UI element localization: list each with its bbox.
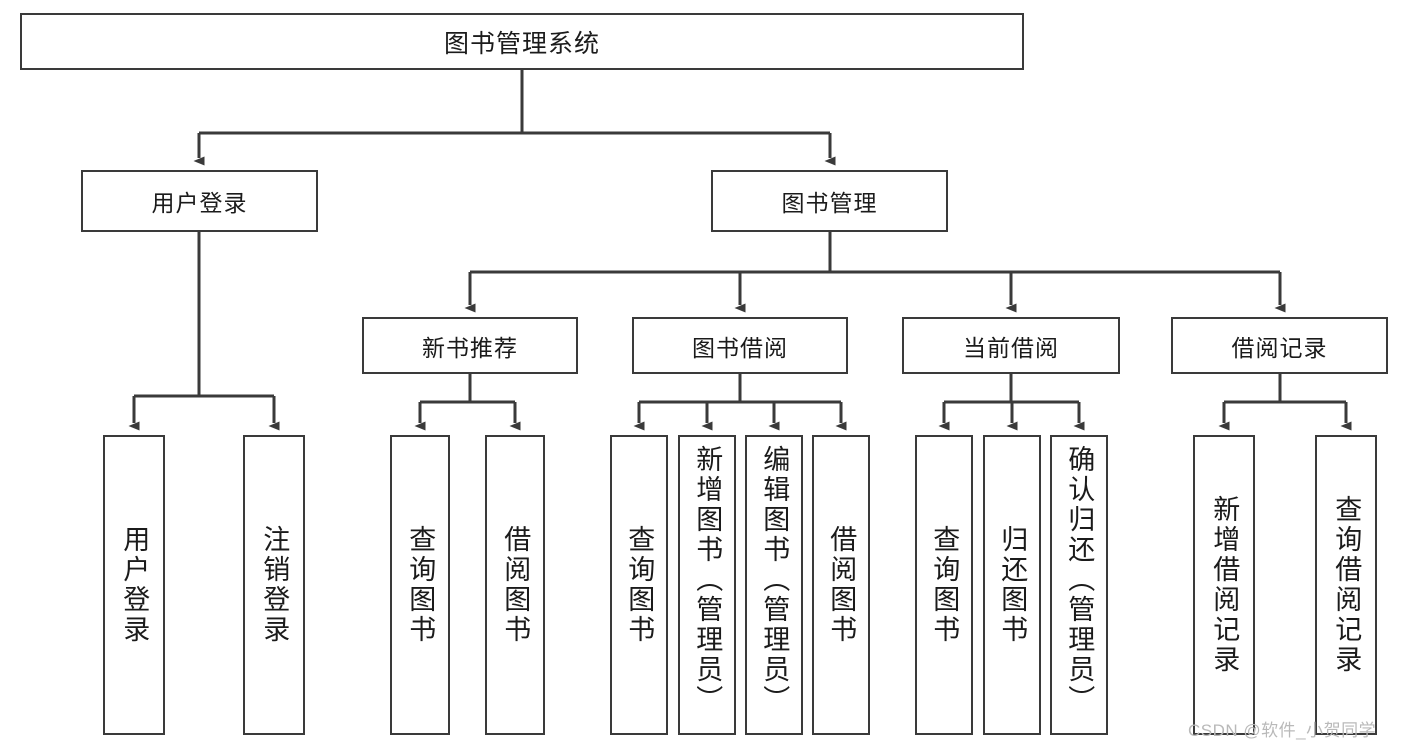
node-leaf-user-login-label: 用户登录 xyxy=(119,525,150,645)
node-leaf-user-login[interactable]: 用户登录 xyxy=(103,435,165,735)
node-leaf-query-book-current[interactable]: 查询图书 xyxy=(915,435,973,735)
node-leaf-query-borrow-record[interactable]: 查询借阅记录 xyxy=(1315,435,1377,735)
node-current-borrow[interactable]: 当前借阅 xyxy=(902,317,1120,374)
node-leaf-edit-book-admin[interactable]: 编辑图书（管理员） xyxy=(745,435,803,735)
node-leaf-add-book-admin[interactable]: 新增图书（管理员） xyxy=(678,435,736,735)
node-leaf-user-logout-label: 注销登录 xyxy=(259,525,290,645)
node-leaf-query-book-borrow[interactable]: 查询图书 xyxy=(610,435,668,735)
node-leaf-query-book-current-label: 查询图书 xyxy=(929,525,960,645)
node-root[interactable]: 图书管理系统 xyxy=(20,13,1024,70)
node-leaf-return-book[interactable]: 归还图书 xyxy=(983,435,1041,735)
node-leaf-borrow-book-label: 借阅图书 xyxy=(826,525,857,645)
node-current-borrow-label: 当前借阅 xyxy=(963,334,1059,361)
node-new-book-recommend[interactable]: 新书推荐 xyxy=(362,317,578,374)
node-leaf-add-book-admin-label: 新增图书（管理员） xyxy=(692,445,723,715)
node-leaf-add-borrow-record[interactable]: 新增借阅记录 xyxy=(1193,435,1255,735)
node-root-label: 图书管理系统 xyxy=(443,29,600,58)
node-leaf-query-book-new[interactable]: 查询图书 xyxy=(390,435,450,735)
node-leaf-confirm-return-admin-label: 确认归还（管理员） xyxy=(1064,445,1095,715)
node-user-login-label: 用户登录 xyxy=(151,190,248,216)
node-leaf-borrow-book-new[interactable]: 借阅图书 xyxy=(485,435,545,735)
node-leaf-query-book-new-label: 查询图书 xyxy=(405,525,436,645)
node-leaf-add-borrow-record-label: 新增借阅记录 xyxy=(1209,495,1240,675)
node-borrow-record[interactable]: 借阅记录 xyxy=(1171,317,1388,374)
node-user-login[interactable]: 用户登录 xyxy=(81,170,318,232)
node-leaf-user-logout[interactable]: 注销登录 xyxy=(243,435,305,735)
node-leaf-borrow-book-new-label: 借阅图书 xyxy=(500,525,531,645)
node-book-manage-label: 图书管理 xyxy=(781,190,878,216)
node-leaf-query-borrow-record-label: 查询借阅记录 xyxy=(1331,495,1362,675)
node-leaf-borrow-book[interactable]: 借阅图书 xyxy=(812,435,870,735)
node-book-borrow-label: 图书借阅 xyxy=(692,334,788,361)
node-book-borrow[interactable]: 图书借阅 xyxy=(632,317,848,374)
node-leaf-confirm-return-admin[interactable]: 确认归还（管理员） xyxy=(1050,435,1108,735)
node-leaf-return-book-label: 归还图书 xyxy=(997,525,1028,645)
node-leaf-query-book-borrow-label: 查询图书 xyxy=(624,525,655,645)
node-borrow-record-label: 借阅记录 xyxy=(1231,334,1328,361)
node-book-manage[interactable]: 图书管理 xyxy=(711,170,948,232)
node-leaf-edit-book-admin-label: 编辑图书（管理员） xyxy=(759,445,790,715)
node-new-book-recommend-label: 新书推荐 xyxy=(422,334,518,361)
